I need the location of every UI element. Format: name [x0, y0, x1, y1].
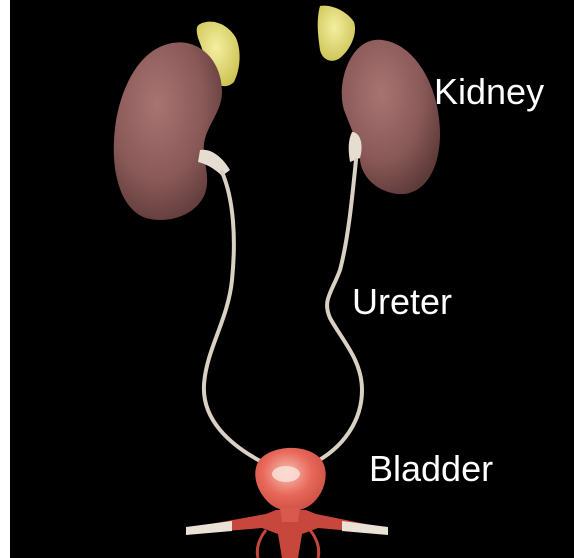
pelvic-bar-left	[186, 521, 232, 535]
left-kidney	[114, 42, 222, 220]
bladder-label: Bladder	[369, 451, 493, 487]
ureter-label: Ureter	[352, 284, 452, 320]
right-adrenal-gland	[318, 6, 355, 61]
kidney-label: Kidney	[434, 74, 544, 110]
left-ureter	[204, 172, 262, 462]
bladder-highlight	[272, 466, 300, 482]
bladder-neck	[280, 508, 300, 522]
urethra-strand-right	[310, 530, 319, 558]
urethra-strand-left	[257, 530, 266, 558]
pelvic-bar-right	[342, 521, 388, 535]
